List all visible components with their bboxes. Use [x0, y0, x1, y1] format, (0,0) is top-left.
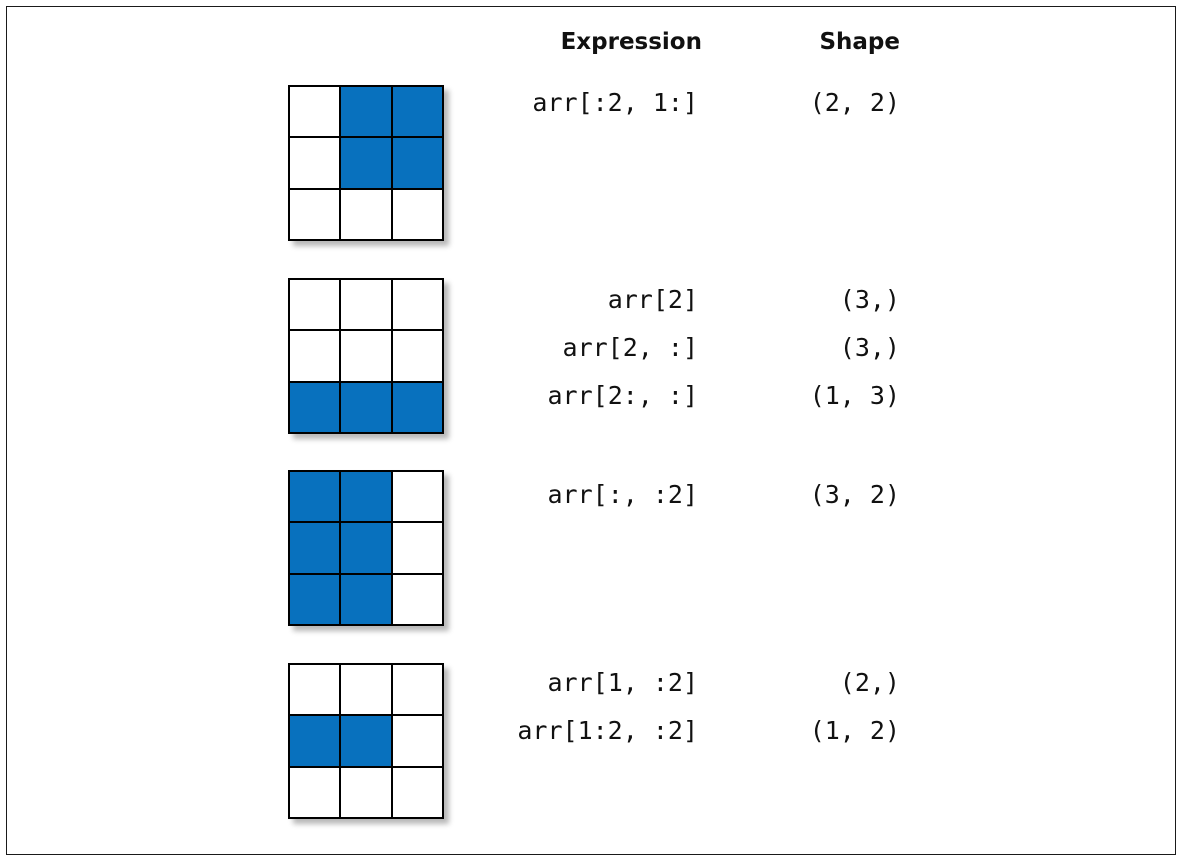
selected-cell: [290, 574, 340, 624]
selected-cell: [392, 382, 442, 432]
selected-cell: [341, 138, 391, 188]
selected-cell: [341, 523, 391, 573]
expression-text: arr[:, :2]: [547, 480, 698, 509]
selected-cell: [341, 382, 391, 432]
array-cell: [392, 472, 442, 522]
array-cell: [290, 280, 340, 330]
array-cell: [392, 331, 442, 381]
array-cell: [392, 574, 442, 624]
array-cell: [392, 189, 442, 239]
array-cell: [392, 280, 442, 330]
shape-header: Shape: [819, 29, 900, 55]
array-cell: [392, 523, 442, 573]
array-grid-4: [288, 663, 444, 819]
shape-text: (2,): [839, 668, 900, 697]
expression-text: arr[2:, :]: [547, 381, 698, 410]
selected-cell: [341, 87, 391, 137]
array-cell: [341, 189, 391, 239]
shape-text: (1, 2): [809, 716, 900, 745]
array-cell: [341, 280, 391, 330]
selected-cell: [392, 87, 442, 137]
expression-text: arr[2]: [607, 285, 698, 314]
shape-text: (2, 2): [809, 88, 900, 117]
array-cell: [290, 767, 340, 817]
array-cell: [392, 716, 442, 766]
selected-cell: [290, 523, 340, 573]
selected-cell: [341, 472, 391, 522]
array-grid-2: [288, 278, 444, 434]
shape-text: (3,): [839, 333, 900, 362]
array-grid-3: [288, 470, 444, 626]
expression-text: arr[1:2, :2]: [517, 716, 698, 745]
shape-text: (3, 2): [809, 480, 900, 509]
array-cell: [290, 331, 340, 381]
selected-cell: [341, 716, 391, 766]
expression-text: arr[1, :2]: [547, 668, 698, 697]
array-grid-1: [288, 85, 444, 241]
selected-cell: [392, 138, 442, 188]
array-cell: [392, 665, 442, 715]
selected-cell: [341, 574, 391, 624]
figure-frame: [6, 6, 1176, 855]
array-cell: [341, 331, 391, 381]
array-cell: [290, 189, 340, 239]
expression-header: Expression: [560, 29, 702, 55]
shape-text: (3,): [839, 285, 900, 314]
array-cell: [290, 665, 340, 715]
shape-text: (1, 3): [809, 381, 900, 410]
expression-text: arr[:2, 1:]: [532, 88, 698, 117]
array-cell: [290, 87, 340, 137]
array-cell: [392, 767, 442, 817]
array-cell: [341, 767, 391, 817]
array-cell: [341, 665, 391, 715]
selected-cell: [290, 382, 340, 432]
selected-cell: [290, 716, 340, 766]
selected-cell: [290, 472, 340, 522]
expression-text: arr[2, :]: [562, 333, 698, 362]
array-cell: [290, 138, 340, 188]
